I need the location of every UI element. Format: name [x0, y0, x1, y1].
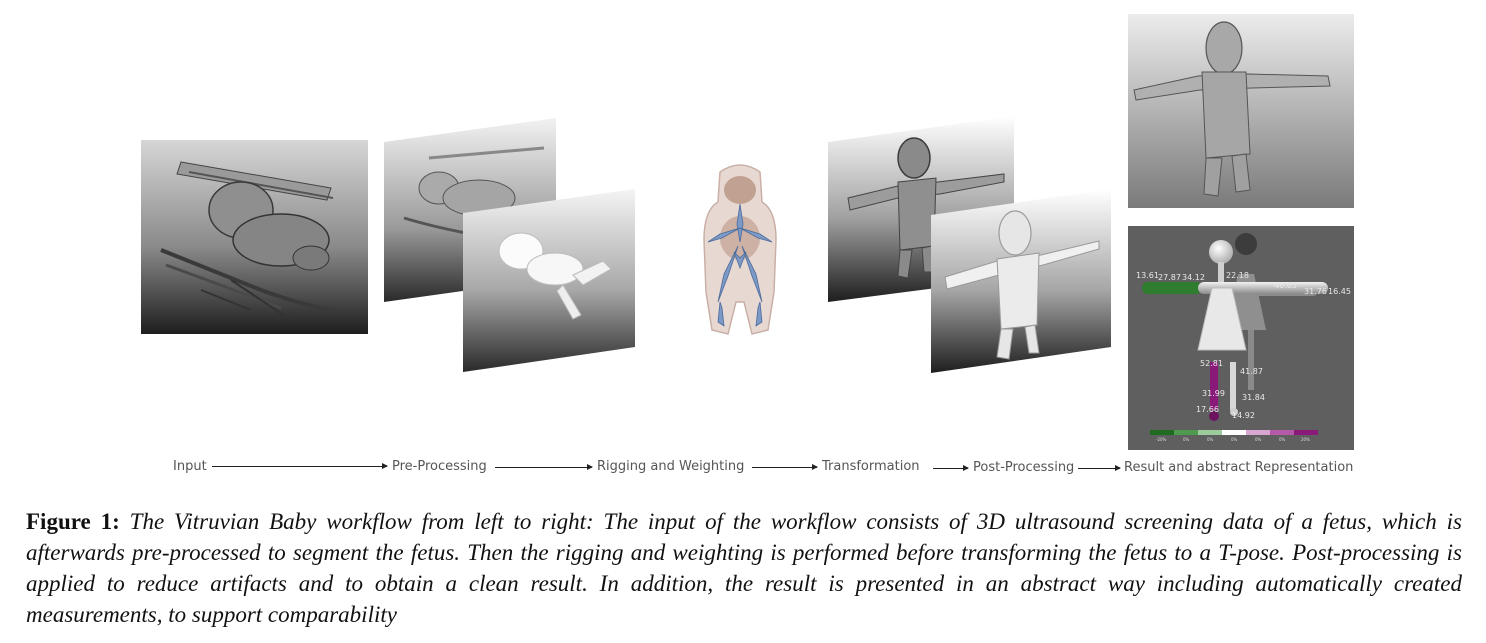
figure-caption: Figure 1: The Vitruvian Baby workflow fr… — [26, 506, 1462, 630]
measurement-label: 13.61 — [1136, 271, 1159, 280]
measurement-label: 22.18 — [1226, 271, 1249, 280]
workflow-arrow — [752, 464, 818, 470]
stage-label-input: Input — [173, 459, 207, 474]
color-scale-bar — [1150, 430, 1318, 435]
measurement-label: 34.12 — [1182, 273, 1205, 282]
result-render-image — [1128, 14, 1354, 208]
abstract-representation-view: 13.61 27.87 34.12 22.18 46.05 31.76 16.4… — [1128, 226, 1354, 450]
scale-label: 20% — [1301, 437, 1310, 442]
measurement-label: 14.92 — [1232, 411, 1255, 420]
measurement-label: 31.84 — [1242, 393, 1265, 402]
left-arm-green — [1142, 282, 1202, 294]
caption-text: The Vitruvian Baby workflow from left to… — [26, 509, 1462, 627]
postprocessing-panel — [931, 189, 1111, 373]
preprocessing-front-panel — [463, 189, 635, 372]
rigging-skeleton-image — [703, 164, 777, 335]
measurement-label: 31.99 — [1202, 389, 1225, 398]
scale-label: 0% — [1279, 437, 1286, 442]
workflow-arrow — [933, 465, 969, 471]
workflow-arrow — [1078, 465, 1121, 471]
left-leg-purple — [1210, 362, 1218, 410]
scale-label: -20% — [1156, 437, 1167, 442]
input-ultrasound-image — [141, 140, 368, 334]
measurement-label: 46.05 — [1274, 281, 1297, 290]
stage-label-preprocessing: Pre-Processing — [392, 459, 487, 474]
scale-label: 0% — [1255, 437, 1262, 442]
scale-label: 0% — [1231, 437, 1238, 442]
stage-label-transformation: Transformation — [822, 459, 920, 474]
measurement-label: 31.76 — [1304, 287, 1327, 296]
figure-dress — [1197, 287, 1247, 351]
scale-label: 0% — [1207, 437, 1214, 442]
stage-label-result: Result and abstract Representation — [1124, 460, 1354, 475]
scale-label: 0% — [1183, 437, 1190, 442]
stage-label-rigging: Rigging and Weighting — [597, 459, 745, 474]
measurement-label: 52.81 — [1200, 359, 1223, 368]
measurement-label: 41.87 — [1240, 367, 1263, 376]
caption-label: Figure 1: — [26, 509, 120, 534]
measurement-label: 16.45 — [1328, 287, 1351, 296]
figure-head — [1209, 240, 1233, 264]
workflow-arrow — [495, 464, 593, 470]
measurement-label: 17.66 — [1196, 405, 1219, 414]
measurement-label: 27.87 — [1158, 273, 1181, 282]
stage-label-postprocessing: Post-Processing — [973, 460, 1075, 475]
workflow-arrow — [212, 463, 388, 469]
